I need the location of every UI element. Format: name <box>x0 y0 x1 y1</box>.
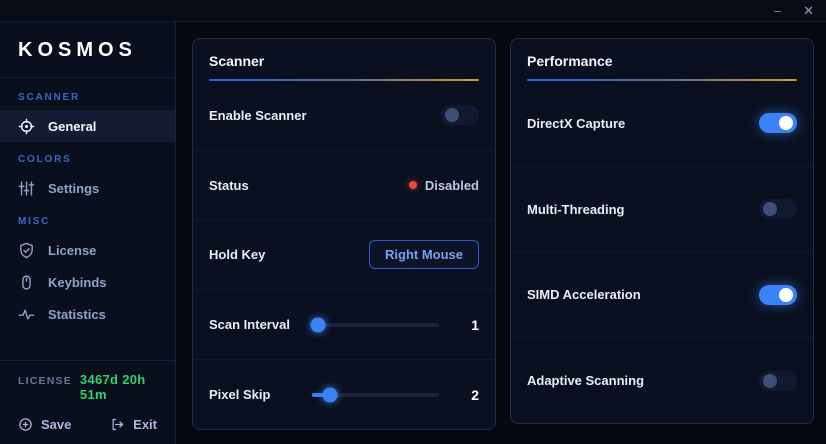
adaptive-scanning-label: Adaptive Scanning <box>527 373 645 389</box>
simd-acceleration-label: SIMD Acceleration <box>527 287 641 303</box>
directx-capture-row: DirectX Capture <box>511 81 813 166</box>
adaptive-scanning-toggle[interactable] <box>759 370 797 391</box>
activity-icon <box>18 306 35 323</box>
adaptive-scanning-row: Adaptive Scanning <box>511 337 813 423</box>
scan-interval-value: 1 <box>471 316 479 333</box>
scan-interval-slider[interactable] <box>310 317 439 333</box>
status-value: Disabled <box>424 177 479 193</box>
scan-interval-label: Scan Interval <box>209 317 290 333</box>
close-icon[interactable]: ✕ <box>803 3 814 18</box>
gradient-divider <box>209 79 479 81</box>
toggle-knob <box>763 373 777 388</box>
enable-scanner-row: Enable Scanner <box>193 81 495 150</box>
simd-acceleration-row: SIMD Acceleration <box>511 251 813 338</box>
toggle-knob <box>779 287 793 302</box>
toggle-knob <box>445 108 459 123</box>
slider-knob[interactable] <box>322 387 338 403</box>
sidebar-item-general[interactable]: General <box>0 110 175 142</box>
save-button[interactable]: Save <box>18 417 71 432</box>
main-content: Scanner Enable Scanner Status Disabled <box>176 22 826 444</box>
sidebar-item-settings[interactable]: Settings <box>0 172 175 204</box>
hold-key-label: Hold Key <box>209 247 266 263</box>
shield-check-icon <box>18 242 35 259</box>
titlebar: – ✕ <box>0 0 826 22</box>
sidebar-item-label: Keybinds <box>48 274 107 290</box>
brand-logo: KOSMOS <box>0 22 175 78</box>
sidebar-item-keybinds[interactable]: Keybinds <box>0 266 175 298</box>
performance-panel-title: Performance <box>527 53 613 69</box>
status-label: Status <box>209 177 249 193</box>
crosshair-icon <box>18 118 35 135</box>
pixel-skip-row: Pixel Skip 2 <box>193 359 495 429</box>
gradient-divider <box>527 79 797 81</box>
sidebar-item-label: License <box>48 242 97 258</box>
slider-knob[interactable] <box>310 317 326 333</box>
section-header-colors: COLORS <box>18 154 72 165</box>
multi-threading-row: Multi-Threading <box>511 165 813 252</box>
save-label: Save <box>41 417 72 432</box>
status-row: Status Disabled <box>193 149 495 220</box>
pixel-skip-value: 2 <box>471 386 479 403</box>
section-header-scanner: SCANNER <box>18 92 81 103</box>
simd-acceleration-toggle[interactable] <box>759 284 797 305</box>
sidebar-footer: LICENSE 3467d 20h 51m Save <box>0 360 175 444</box>
multi-threading-label: Multi-Threading <box>527 201 625 217</box>
license-time-remaining: 3467d 20h 51m <box>79 372 146 402</box>
sidebar-item-label: Settings <box>48 180 100 196</box>
status-dot <box>408 181 417 190</box>
exit-label: Exit <box>133 417 157 432</box>
scan-interval-row: Scan Interval 1 <box>193 289 495 359</box>
sidebar-item-statistics[interactable]: Statistics <box>0 298 175 330</box>
hold-key-row: Hold Key Right Mouse <box>193 219 495 290</box>
slider-fill <box>312 392 330 397</box>
sidebar-item-label: Statistics <box>48 306 106 322</box>
hold-key-button[interactable]: Right Mouse <box>369 240 479 270</box>
scanner-panel: Scanner Enable Scanner Status Disabled <box>192 38 496 430</box>
sidebar-nav: SCANNER General COLORS <box>0 78 175 360</box>
sidebar: KOSMOS SCANNER General COLORS <box>0 22 176 444</box>
sidebar-item-license[interactable]: License <box>0 234 175 266</box>
enable-scanner-label: Enable Scanner <box>209 107 307 123</box>
sliders-icon <box>18 180 35 197</box>
license-label: LICENSE <box>18 375 72 387</box>
enable-scanner-toggle[interactable] <box>441 105 479 126</box>
directx-capture-toggle[interactable] <box>759 113 797 134</box>
exit-button[interactable]: Exit <box>110 417 157 432</box>
toggle-knob <box>763 202 777 217</box>
multi-threading-toggle[interactable] <box>759 199 797 220</box>
mouse-icon <box>18 274 35 291</box>
directx-capture-label: DirectX Capture <box>527 115 626 131</box>
performance-panel: Performance DirectX Capture Multi-Thread… <box>510 38 814 424</box>
minimize-icon[interactable]: – <box>773 3 782 18</box>
toggle-knob <box>779 116 793 131</box>
section-header-misc: MISC <box>18 216 51 227</box>
pixel-skip-label: Pixel Skip <box>209 387 271 403</box>
logout-icon <box>110 417 125 432</box>
scanner-panel-title: Scanner <box>209 53 265 69</box>
pixel-skip-slider[interactable] <box>312 387 439 403</box>
circle-plus-icon <box>18 417 33 432</box>
sidebar-item-label: General <box>48 118 97 134</box>
